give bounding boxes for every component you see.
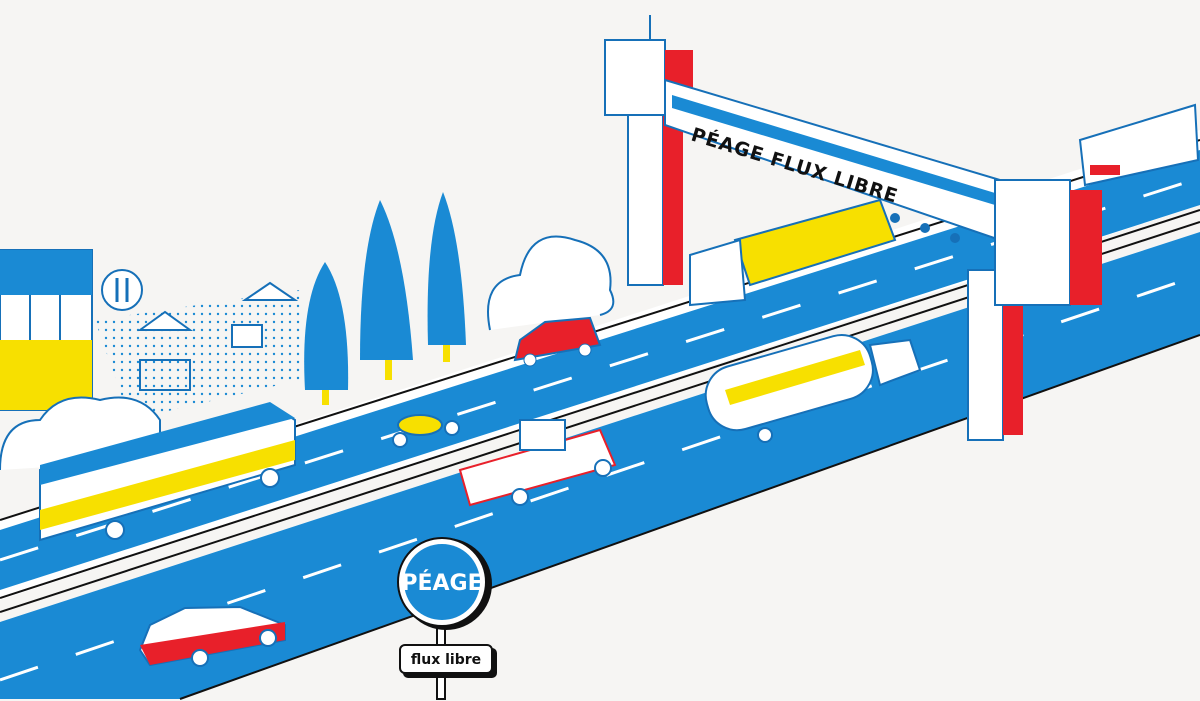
- gantry: PÉAGE FLUX LIBRE: [604, 15, 1102, 441]
- sign-title: PÉAGE: [401, 570, 482, 596]
- building: [0, 249, 93, 411]
- truck-yellow: [689, 198, 897, 307]
- sign-subtitle: flux libre: [411, 652, 481, 668]
- toll-road-sign: PÉAGE flux libre: [397, 537, 497, 700]
- upper-carriageway: [0, 150, 1200, 590]
- parasol: [136, 310, 194, 331]
- car-red-near: [138, 605, 286, 667]
- tanker: [704, 334, 922, 443]
- restaurant-icon: [101, 269, 143, 311]
- car-red-far: [513, 316, 602, 367]
- pickup-truck: [458, 419, 617, 507]
- bus: [39, 402, 296, 542]
- vehicles: [39, 103, 1200, 667]
- rest-area: [0, 235, 615, 471]
- trees: [304, 192, 466, 405]
- van-top: [1078, 103, 1200, 187]
- parasol: [241, 281, 299, 301]
- scooter: [392, 414, 460, 448]
- bush: [487, 235, 615, 331]
